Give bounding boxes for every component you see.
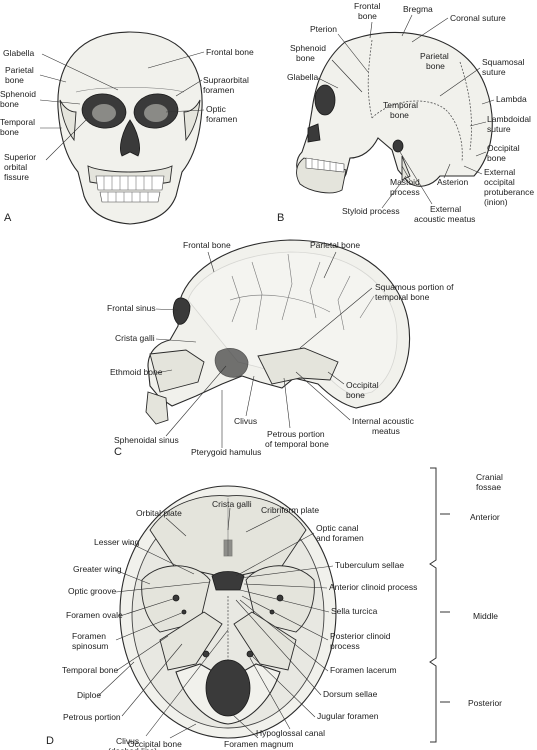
label-anterior-fossa: Anterior xyxy=(470,512,500,522)
label-hypoglossal-canal: Hypoglossal canal xyxy=(256,728,325,738)
label-coronal-suture: Coronal suture xyxy=(450,13,506,23)
label-asterion: Asterion xyxy=(437,177,468,187)
label-middle-fossa: Middle xyxy=(473,611,498,621)
panel-a-letter: A xyxy=(4,212,12,224)
label-foramen-magnum: Foramen magnum xyxy=(224,739,293,749)
label-frontal-bone-a: Frontal bone xyxy=(206,47,254,57)
label-dorsum-sellae: Dorsum sellae xyxy=(323,689,378,699)
label-styloid-process: Styloid process xyxy=(342,206,400,216)
label-cribriform-plate: Cribriform plate xyxy=(261,505,319,515)
panel-a-skull-drawing xyxy=(57,31,203,225)
label-clivus-d: Clivus(dashed line) xyxy=(108,736,157,750)
label-sphenoidal-sinus: Sphenoidal sinus xyxy=(114,435,179,445)
label-optic-groove: Optic groove xyxy=(68,586,116,596)
label-crista-galli-c: Crista galli xyxy=(115,333,155,343)
label-foramen-lacerum: Foramen lacerum xyxy=(330,665,397,675)
label-crista-galli-d: Crista galli xyxy=(212,499,252,509)
panel-c-labels: C Frontal bone Parietal bone Squamous po… xyxy=(107,240,454,458)
label-occipital-bone-d: Occipital bone xyxy=(128,739,182,749)
panel-b-letter: B xyxy=(277,212,284,224)
label-glabella-a: Glabella xyxy=(3,48,34,58)
label-sella-turcica: Sella turcica xyxy=(331,606,378,616)
label-diploe: Diploe xyxy=(77,690,101,700)
panel-d-labels: D Orbital plate Crista galli Cribriform … xyxy=(46,467,503,750)
panel-d-letter: D xyxy=(46,735,54,747)
label-orbital-plate: Orbital plate xyxy=(136,508,182,518)
label-clivus-c: Clivus xyxy=(234,416,257,426)
label-glabella-b: Glabella xyxy=(287,72,318,82)
label-parietal-bone-c: Parietal bone xyxy=(310,240,360,250)
panel-c-letter: C xyxy=(114,446,122,458)
panel-b-skull-drawing xyxy=(296,31,493,194)
label-anterior-clinoid: Anterior clinoid process xyxy=(329,582,417,592)
label-bregma: Bregma xyxy=(403,4,433,14)
panel-c-skull-drawing xyxy=(145,239,411,425)
label-frontal-bone-c: Frontal bone xyxy=(183,240,231,250)
label-frontal-sinus: Frontal sinus xyxy=(107,303,156,313)
label-pterygoid-hamulus: Pterygoid hamulus xyxy=(191,447,261,457)
label-greater-wing: Greater wing xyxy=(73,564,122,574)
label-lesser-wing: Lesser wing xyxy=(94,537,140,547)
label-temporal-bone-d: Temporal bone xyxy=(62,665,119,675)
label-posterior-fossa: Posterior xyxy=(468,698,502,708)
label-ethmoid-bone: Ethmoid bone xyxy=(110,367,163,377)
label-foramen-ovale: Foramen ovale xyxy=(66,610,123,620)
label-jugular-foramen: Jugular foramen xyxy=(317,711,379,721)
label-lambda: Lambda xyxy=(496,94,527,104)
label-petrous-portion-d: Petrous portion xyxy=(63,712,121,722)
label-tuberculum-sellae: Tuberculum sellae xyxy=(335,560,404,570)
label-pterion: Pterion xyxy=(310,24,337,34)
panel-d-skull-drawing xyxy=(119,485,337,739)
